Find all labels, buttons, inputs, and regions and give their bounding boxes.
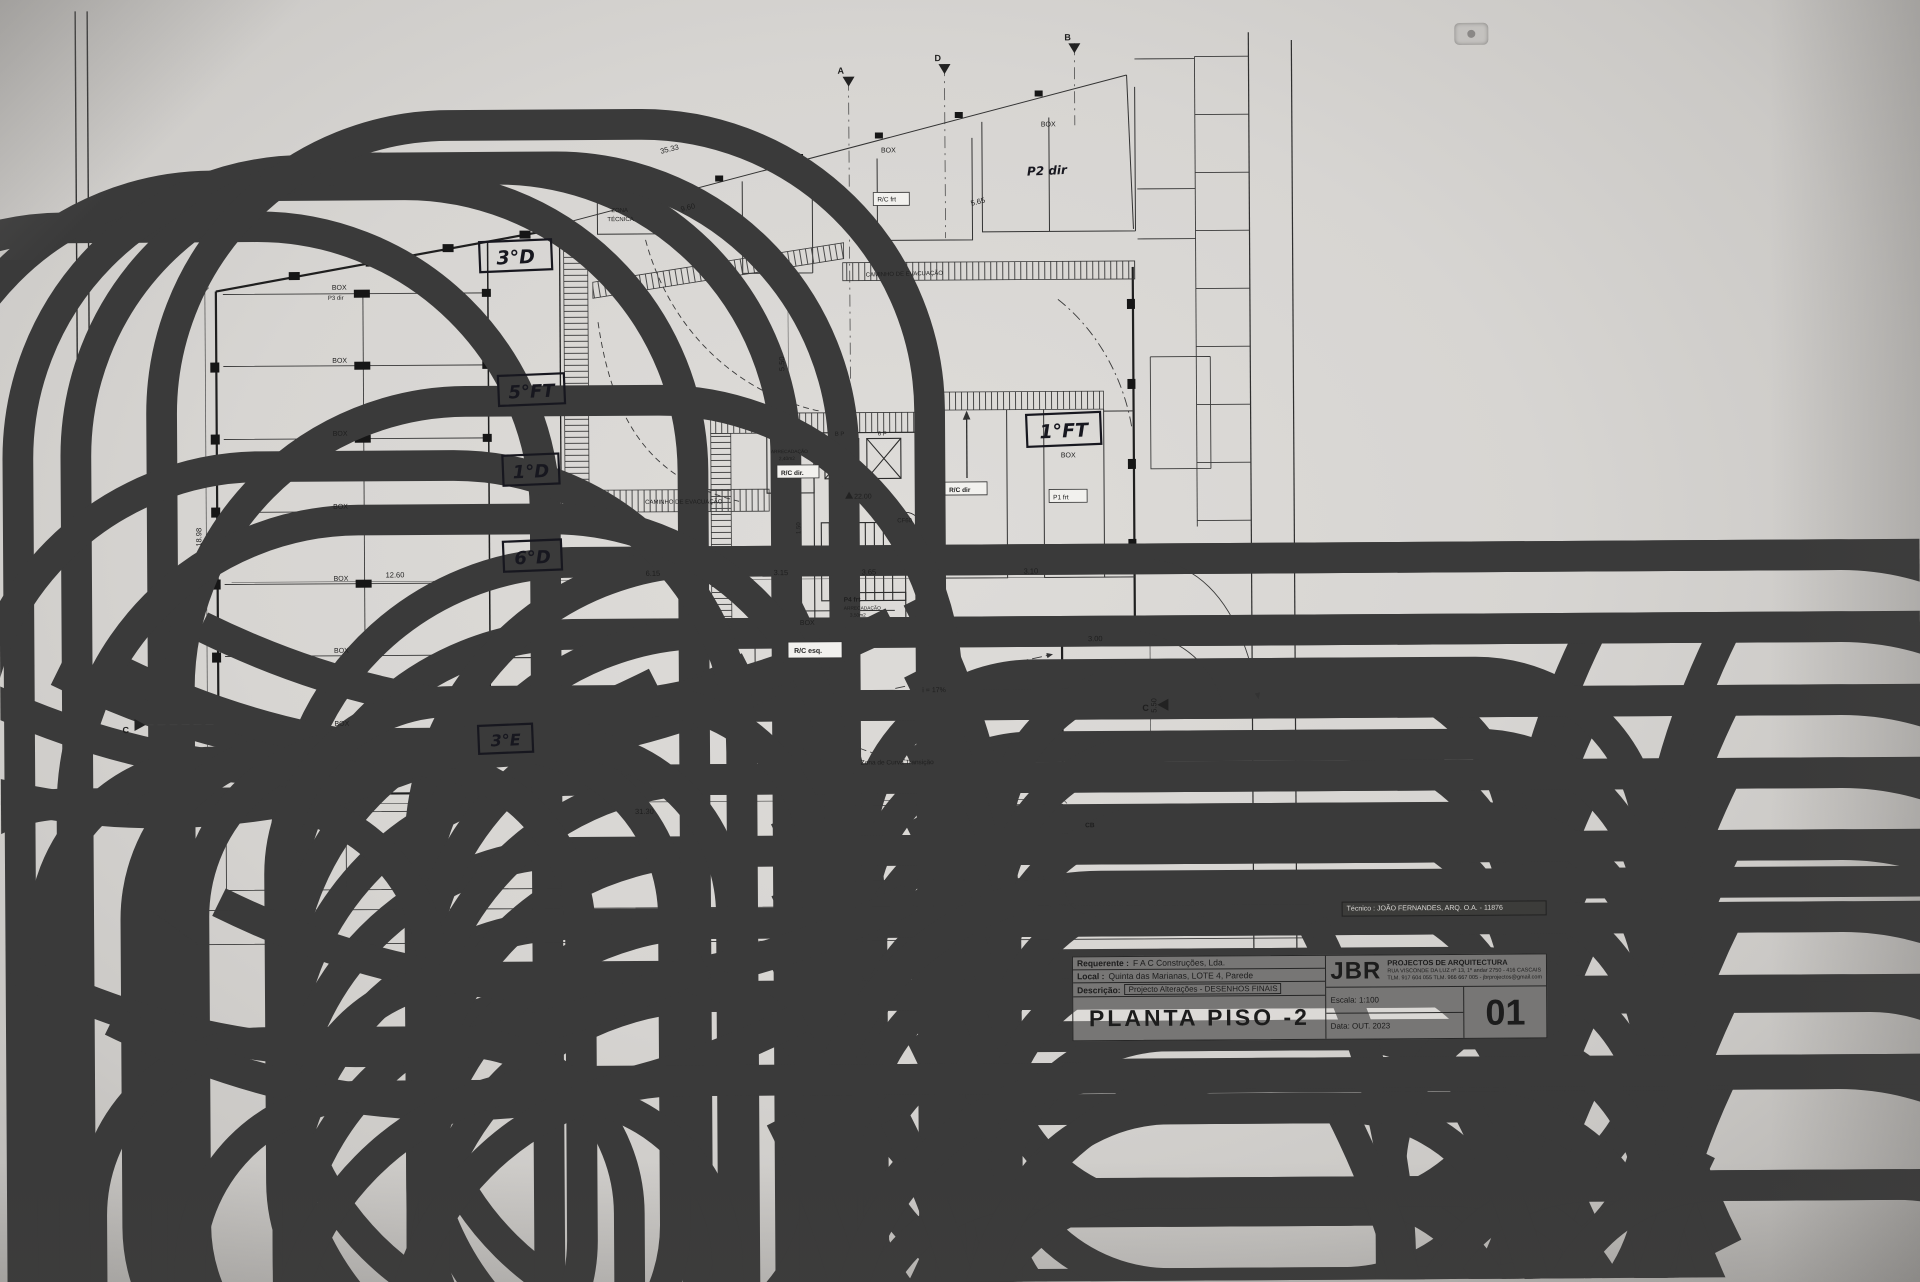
- label-box: BOX: [1061, 452, 1076, 459]
- label-caminho: CAMINHO DE EVACUAÇÃO: [645, 498, 723, 505]
- dim-5-65: 5.65: [970, 196, 986, 208]
- label-p1frt: P1 frt: [1053, 494, 1069, 501]
- annotation-6d: 6°D: [514, 547, 551, 569]
- level-marker-icon: [845, 491, 854, 499]
- descricao-label: Descrição:: [1077, 984, 1121, 995]
- dim-1-50: 1.50: [796, 522, 802, 534]
- label-box: BOX: [333, 504, 348, 511]
- marker-cb: CB: [1085, 822, 1095, 829]
- requerente-label: Requerente :: [1076, 957, 1129, 969]
- dim-3-15: 3.15: [774, 568, 789, 577]
- cars: [0, 121, 1920, 1282]
- label-tecnica: TÉCNICA: [607, 216, 633, 223]
- firm-row: JBR PROJECTOS DE ARQUITECTURA RUA VISCON…: [1326, 954, 1547, 988]
- title-block-right: JBR PROJECTOS DE ARQUITECTURA RUA VISCON…: [1326, 954, 1547, 1039]
- annotation-3e: 3°E: [490, 730, 521, 750]
- label-p2dir-hand: P2 dir: [1027, 163, 1069, 179]
- title-block-left: Requerente : F A C Construções, Lda. Loc…: [1072, 955, 1327, 1041]
- dim-9-60: 9.60: [680, 201, 696, 213]
- dim-3-00: 3.00: [1088, 634, 1103, 643]
- dim-12-60: 12.60: [386, 570, 405, 579]
- dim-31-30: 31.30: [635, 807, 654, 816]
- dim-18-98: 18.98: [194, 528, 203, 547]
- scale-cell: Escala: 1:100: [1326, 986, 1464, 1014]
- annotation-1d: 1°D: [512, 461, 549, 483]
- marker-a: A: [837, 66, 844, 76]
- label-arrecadacao: ARRECADAÇÃO: [771, 448, 808, 455]
- dim-5-50: 5.50: [1149, 698, 1158, 713]
- label-box: BOX: [881, 147, 896, 154]
- label-p4frt: P4 frt: [844, 597, 861, 604]
- dim-3-65: 3.65: [862, 568, 877, 577]
- label-slope: i = 17%: [922, 687, 946, 694]
- descricao-row: Descrição: Projecto Alterações - DESENHO…: [1073, 981, 1326, 998]
- label-p3dir: P3 dir: [328, 296, 344, 302]
- firm-addr2: TLM. 917 604 055 TLM. 966 667 005 - jbrp…: [1387, 974, 1543, 982]
- label-arrec-area1: 2,40m2: [779, 456, 795, 462]
- plan-labels: BOX P3 dir BOX BOX BOX BOX BOX BOX BOX R…: [328, 121, 1076, 766]
- handwritten-annotations: 3°D 5°FT 1°D 6°D 3°E 1°FT: [476, 238, 1103, 756]
- plan-title: PLANTA PISO -2: [1088, 1003, 1310, 1032]
- local-label: Local :: [1077, 971, 1105, 982]
- label-box: BOX: [334, 576, 349, 583]
- marker-c-left: C: [122, 725, 129, 735]
- label-rc-dir-pt: R/C dir.: [781, 470, 804, 477]
- marker-d: D: [934, 53, 941, 63]
- dim-5-50b: 5.50: [777, 356, 786, 371]
- label-sp: 6 P: [878, 431, 887, 437]
- label-box: BOX: [1041, 121, 1056, 128]
- firm-name: JBR: [1330, 956, 1382, 985]
- label-cf60: CF60: [897, 518, 912, 524]
- label-rc-dir: R/C dir: [949, 487, 971, 494]
- requerente-value: F A C Construções, Lda.: [1132, 957, 1226, 968]
- title-block-bottom: Escala: 1:100 Data: OUT. 2023 01: [1326, 986, 1546, 1039]
- dim-6-15: 6.15: [646, 569, 661, 578]
- title-block: Requerente : F A C Construções, Lda. Loc…: [1071, 953, 1548, 1042]
- local-value: Quinta das Marianas, LOTE 4, Parede: [1108, 970, 1254, 982]
- dimension-texts: 35.33 9.60 5.65 31.30 12.60 6.15 3.15 3.…: [194, 142, 1158, 816]
- marker-b: B: [1064, 32, 1071, 42]
- label-zona: ZONA: [611, 208, 628, 214]
- label-box: BOX: [800, 620, 815, 627]
- label-rc-esq: R/C esq.: [794, 648, 822, 655]
- annotation-5ft: 5°FT: [508, 381, 557, 404]
- tecnico-strip: Técnico : JOÃO FERNANDES, ARQ. O.A. - 11…: [1341, 900, 1547, 917]
- dim-3-10: 3.10: [1024, 567, 1039, 576]
- date-cell: Data: OUT. 2023: [1330, 1021, 1391, 1031]
- label-rc-frt: R/C frt: [877, 196, 896, 203]
- label-box: BOX: [334, 721, 349, 728]
- annotation-3d: 3°D: [496, 246, 535, 270]
- label-bp: B P: [835, 432, 845, 438]
- descricao-value: Projecto Alterações - DESENHOS FINAIS: [1124, 983, 1282, 996]
- annotation-1ft: 1°FT: [1039, 419, 1091, 443]
- label-caminho: CAMINHO DE EVACUAÇÃO: [866, 270, 944, 279]
- page-curl-icon: [1454, 22, 1489, 45]
- scale-column: Escala: 1:100 Data: OUT. 2023: [1326, 986, 1465, 1039]
- section-markers: A D B C C CB: [122, 32, 1169, 829]
- exterior-roads: [151, 55, 1314, 946]
- firm-info: PROJECTOS DE ARQUITECTURA RUA VISCONDE D…: [1387, 958, 1542, 983]
- label-curva: Zona de Curva Transição: [861, 759, 934, 766]
- marker-c-right: C: [1142, 703, 1149, 713]
- label-level: 22.00: [854, 494, 872, 501]
- label-boxes: [776, 191, 1088, 659]
- sheet-number: 01: [1485, 991, 1526, 1033]
- label-box: BOX: [333, 431, 348, 438]
- label-arrec-area2: 3,50m2: [850, 613, 866, 619]
- label-box: BOX: [332, 285, 347, 292]
- label-arrecadacao: ARRECADAÇÃO: [844, 604, 881, 611]
- dim-35-33: 35.33: [659, 142, 679, 155]
- label-box: BOX: [332, 358, 347, 365]
- label-box: BOX: [334, 648, 349, 655]
